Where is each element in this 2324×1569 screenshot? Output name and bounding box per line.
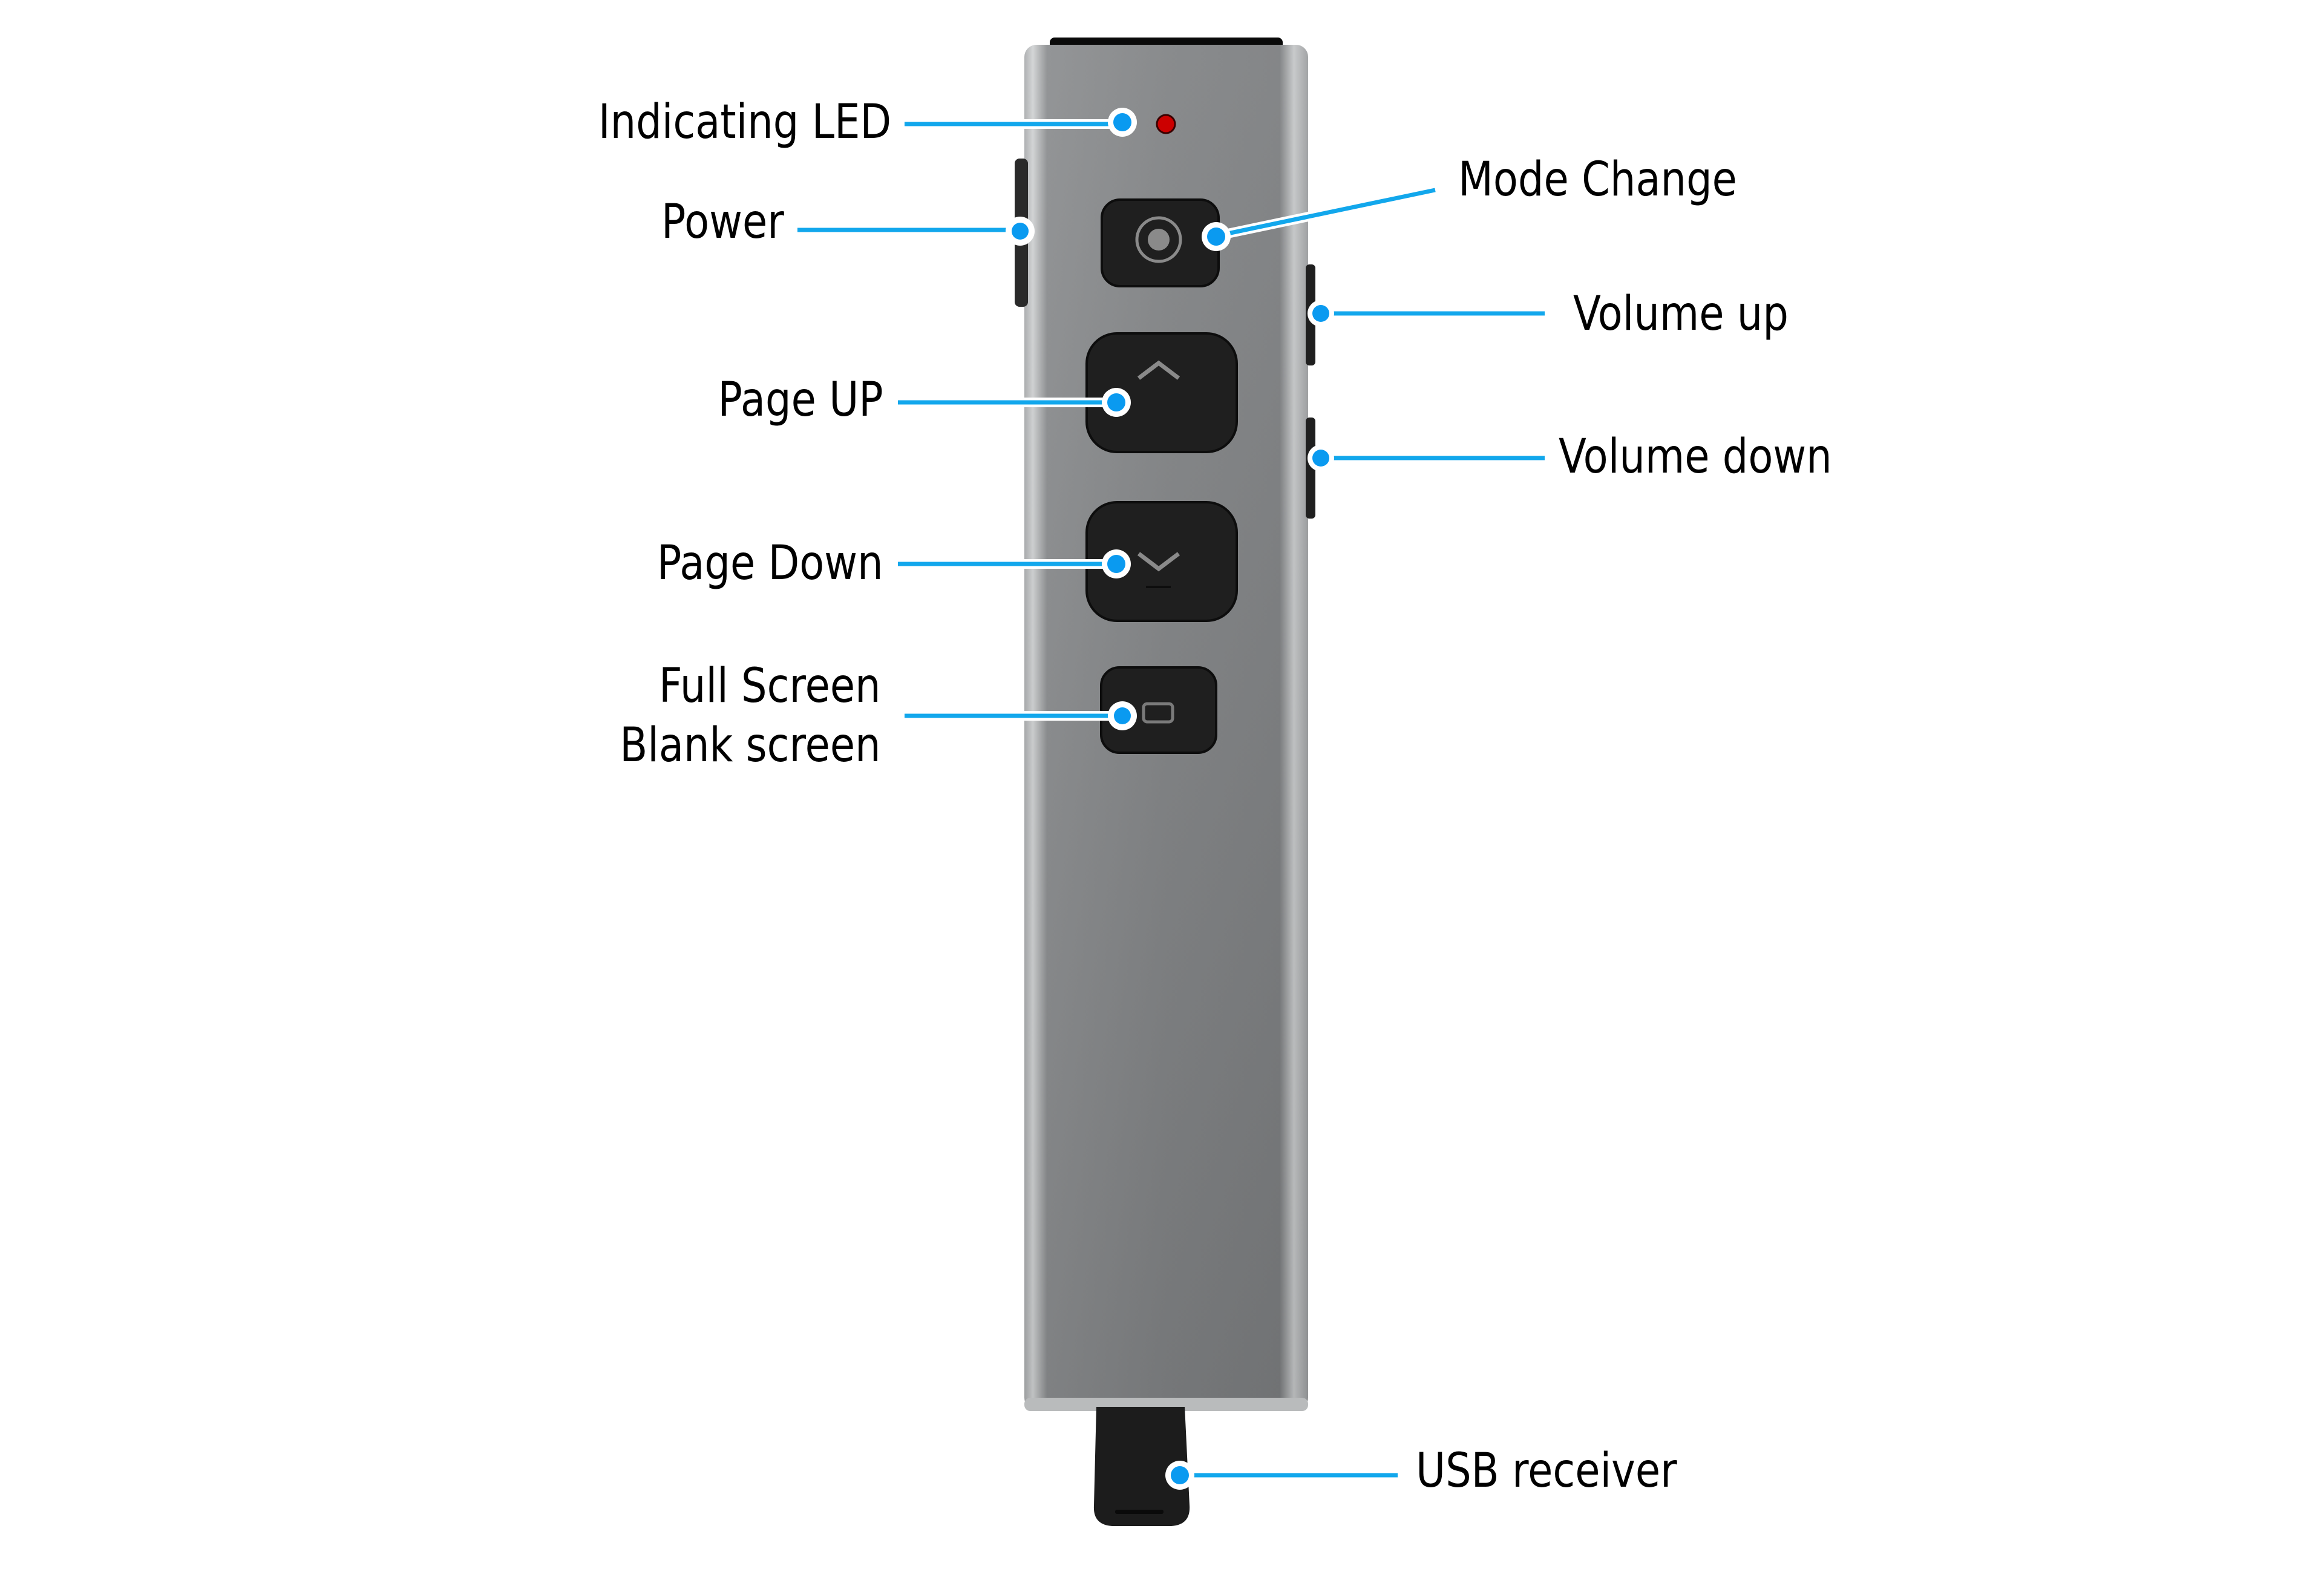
chevron-up-icon [1137, 360, 1180, 380]
usb-receiver[interactable] [1093, 1407, 1190, 1526]
label-volume-down: Volume down [1559, 430, 1832, 484]
label-power: Power [661, 195, 784, 249]
callout-dot-indicating-led [1108, 108, 1137, 137]
full-screen-button[interactable] [1100, 666, 1217, 754]
page-up-button[interactable] [1085, 332, 1238, 453]
volume-down-button[interactable] [1306, 418, 1315, 519]
label-indicating-led: Indicating LED [598, 95, 891, 149]
bottom-edge [1024, 1398, 1308, 1411]
callout-dot-power [1006, 217, 1035, 246]
callout-dots [1006, 108, 1334, 1490]
callout-dot-volume-down [1308, 445, 1334, 471]
callout-dot-usb-receiver [1165, 1461, 1194, 1490]
label-page-down: Page Down [657, 536, 883, 591]
callout-dot-page-down [1102, 549, 1131, 578]
callout-dot-volume-up [1308, 300, 1334, 327]
label-usb-receiver: USB receiver [1416, 1444, 1677, 1498]
label-page-up: Page UP [718, 373, 883, 427]
label-full-screen-line-1: Full Screen [659, 659, 881, 713]
page-down-button[interactable] [1085, 501, 1238, 622]
callout-dot-mode-change [1202, 222, 1231, 251]
callout-lines [797, 119, 1545, 1478]
label-mode-change: Mode Change [1458, 152, 1737, 207]
target-circle-icon [1135, 216, 1182, 263]
chevron-down-icon [1137, 552, 1180, 572]
callout-dot-page-up [1102, 388, 1131, 417]
rectangle-icon [1142, 702, 1174, 724]
label-full-screen-line-2: Blank screen [620, 718, 881, 773]
mode-change-button[interactable] [1101, 198, 1220, 287]
label-volume-up: Volume up [1573, 287, 1789, 341]
indicating-led-light [1156, 114, 1176, 134]
callout-dot-full-screen [1108, 701, 1137, 730]
label-full-screen: Full Screen Blank screen [620, 657, 881, 775]
